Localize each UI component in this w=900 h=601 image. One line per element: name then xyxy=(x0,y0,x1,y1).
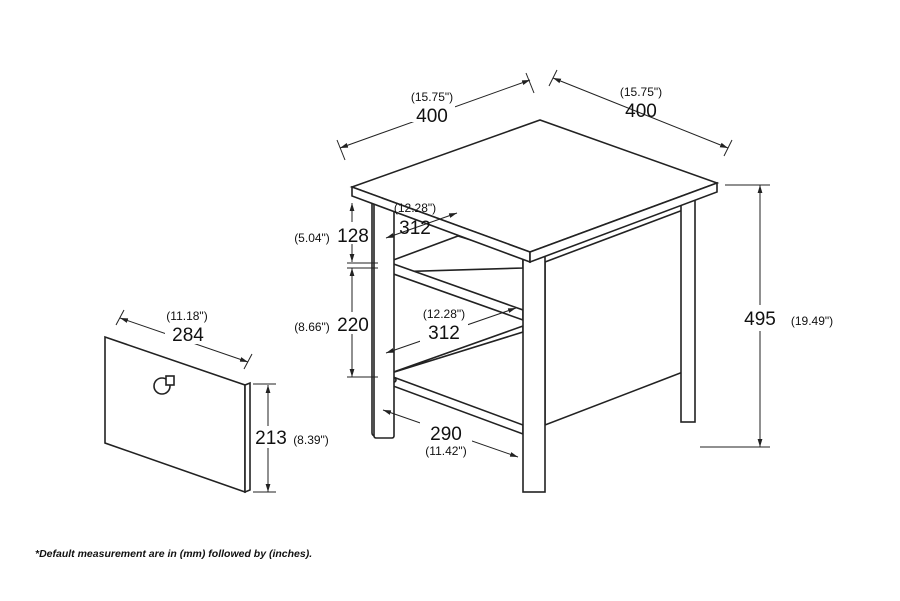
middle-gap-mm: 220 xyxy=(337,315,369,336)
upper-gap-mm: 128 xyxy=(337,226,369,247)
upper-gap-inches: (5.04") xyxy=(294,231,330,245)
middle-gap-inches: (8.66") xyxy=(294,320,330,334)
right-leg xyxy=(680,199,696,423)
height-inches: (19.49") xyxy=(791,314,833,328)
drawer-front xyxy=(104,335,246,494)
front-left-leg xyxy=(373,199,395,439)
top-width-inches: (15.75") xyxy=(620,85,662,99)
bottom-shelf-width-inches: (11.42") xyxy=(425,444,466,458)
top-depth-mm: 400 xyxy=(416,106,448,127)
nightstand-drawing xyxy=(349,119,720,493)
front-leg xyxy=(522,254,546,493)
drawer-height-mm: 213 xyxy=(255,428,287,449)
footnote: *Default measurement are in (mm) followe… xyxy=(35,548,312,560)
drawer-width-mm: 284 xyxy=(172,325,204,346)
top-width-mm: 400 xyxy=(625,101,657,122)
lower-shelf-depth-mm: 312 xyxy=(428,323,460,344)
upper-shelf-depth-mm: 312 xyxy=(399,218,431,239)
bottom-shelf-width-mm: 290 xyxy=(430,424,462,445)
drawer-height-inches: (8.39") xyxy=(293,433,329,447)
upper-shelf-depth-inches: (12.28") xyxy=(394,201,436,215)
drawer-width-inches: (11.18") xyxy=(166,309,207,323)
drawer-drawing xyxy=(104,335,251,494)
top-depth-inches: (15.75") xyxy=(411,90,453,104)
lower-shelf-depth-inches: (12.28") xyxy=(423,307,465,321)
tabletop-side-edge xyxy=(529,181,718,264)
ring-pull-icon xyxy=(153,377,171,395)
height-mm: 495 xyxy=(744,309,776,330)
